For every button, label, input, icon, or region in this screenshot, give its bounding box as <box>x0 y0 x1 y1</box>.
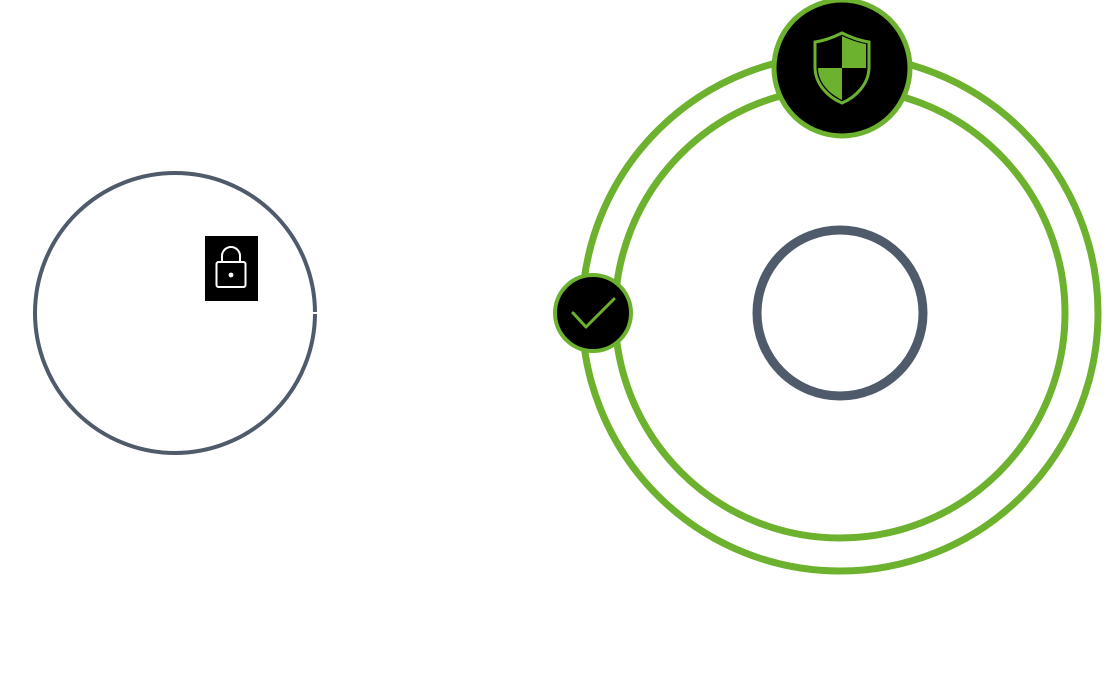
left-circle <box>33 171 317 455</box>
lock-badge <box>205 236 258 301</box>
inner-green-ring <box>611 84 1069 542</box>
check-badge <box>553 273 633 353</box>
right-node <box>553 0 1102 575</box>
center-slate-circle <box>752 225 928 401</box>
lock-badge-background <box>205 236 258 301</box>
shield-badge <box>771 0 913 139</box>
check-icon <box>571 297 616 329</box>
left-node <box>33 171 320 455</box>
check-badge-background <box>553 273 633 353</box>
lock-icon <box>215 246 247 288</box>
shield-icon <box>813 31 871 105</box>
